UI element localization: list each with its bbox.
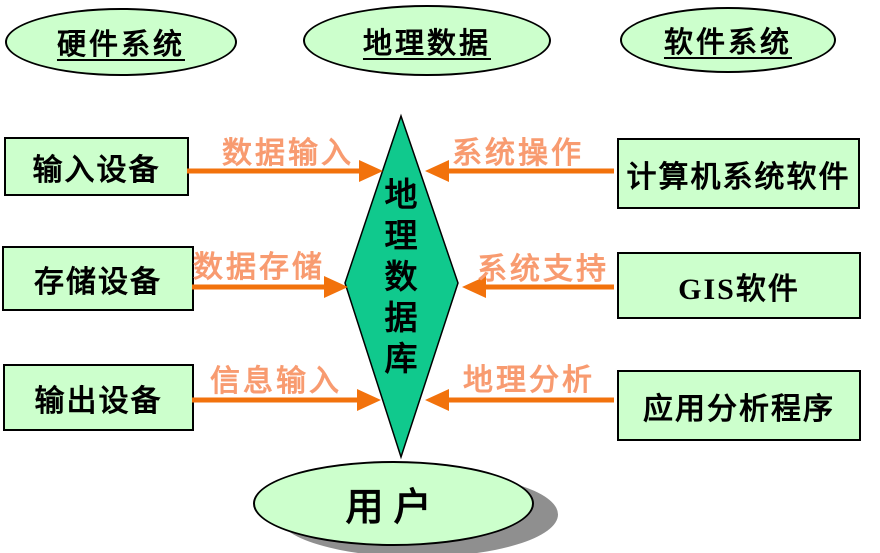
gis-software-label: GIS软件: [678, 272, 800, 306]
storage-device-label: 存储设备: [34, 265, 162, 299]
output-device-label: 输出设备: [34, 384, 163, 418]
application-analysis-label: 应用分析程序: [643, 392, 835, 426]
user-label: 用户: [345, 487, 442, 529]
geographic-data-label: 地理数据: [362, 27, 491, 60]
computer-system-software-label: 计算机系统软件: [626, 160, 851, 194]
output-device-box: 输出设备: [3, 364, 194, 431]
geo-database-label: 地理数据库: [384, 178, 418, 378]
hardware-system-label: 硬件系统: [56, 29, 185, 61]
gis-software-box: GIS软件: [617, 252, 861, 319]
input-device-box: 输入设备: [4, 137, 189, 196]
geographic-analysis-arrow-label: 地理分析: [463, 364, 595, 397]
system-operation-arrow-label: 系统操作: [452, 137, 584, 170]
geographic-data-ellipse: 地理数据: [303, 5, 551, 76]
application-analysis-box: 应用分析程序: [617, 370, 861, 441]
hardware-system-ellipse: 硬件系统: [5, 8, 237, 76]
info-input-arrow-label: 信息输入: [210, 365, 342, 398]
storage-device-box: 存储设备: [2, 246, 194, 311]
data-input-arrow-label: 数据输入: [222, 137, 354, 170]
system-support-arrow-label: 系统支持: [477, 253, 609, 286]
user-ellipse: 用户: [253, 461, 534, 546]
data-storage-arrow-label: 数据存储: [193, 251, 325, 284]
computer-system-software-box: 计算机系统软件: [617, 138, 860, 209]
software-system-label: 软件系统: [663, 27, 792, 59]
software-system-ellipse: 软件系统: [620, 7, 836, 73]
input-device-label: 输入设备: [32, 153, 161, 187]
